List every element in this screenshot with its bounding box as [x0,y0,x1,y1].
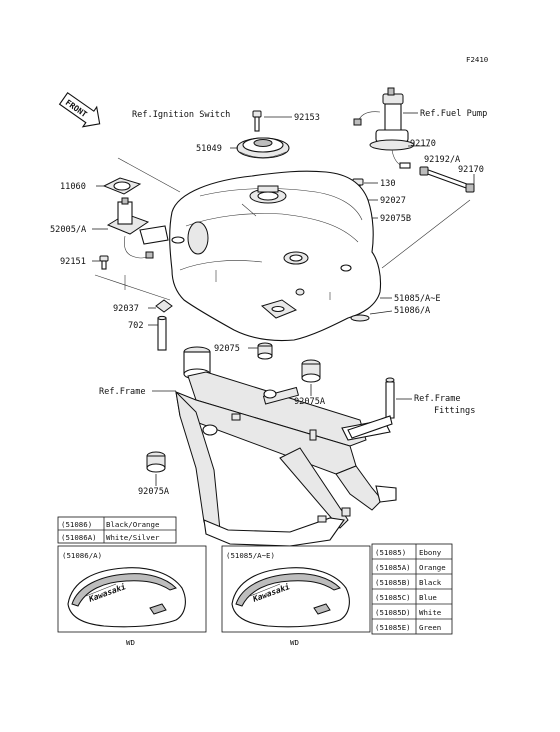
label-130: 130 [380,179,396,189]
tank-color-name-1: White/Silver [106,533,160,542]
label-702: 702 [128,321,144,331]
label-92027: 92027 [380,196,406,206]
damper-92075a-lower [146,451,166,473]
label-92153: 92153 [294,113,320,123]
label-ref-frame-fittings-2: Fittings [434,406,475,416]
label-92075a-right: 92075A [294,397,326,407]
label-92170-top: 92170 [410,139,436,149]
color-code-4: (51085D) [375,608,411,617]
inset-left-title: (51086/A) [62,551,102,560]
tank-color-name-0: Black/Orange [106,520,160,529]
inset-tank-51086a: (51086/A) Kawasaki [57,545,207,633]
tank-color-code-1: (51086A) [61,533,97,542]
label-92192a: 92192/A [424,155,461,165]
frame-fittings-bracket [347,377,395,439]
inset-left-caption: WD [126,638,135,647]
drain-fitting-92037 [155,299,173,313]
damper-92075 [257,342,273,360]
inset-right-caption: WD [290,638,299,647]
fuel-hose-92192a [419,166,475,193]
color-name-4: White [419,608,442,617]
frame [175,346,397,547]
figure-code: F2410 [466,55,488,64]
bolt-92153 [252,110,262,132]
damper-92075a-upper [301,359,321,383]
color-code-1: (51085A) [375,563,411,572]
inset-right-title: (51085/A~E) [226,551,275,560]
front-arrow-icon: FRONT [58,92,101,128]
fuel-tank [169,170,382,342]
fuel-pump [353,87,415,169]
label-ref-frame-fittings-1: Ref.Frame [414,394,461,404]
label-51086a: 51086/A [394,306,431,316]
label-ref-fuel-pump: Ref.Fuel Pump [420,109,487,119]
color-code-5: (51085E) [375,623,411,632]
label-92075: 92075 [214,344,240,354]
fuel-level-sensor-52005a [106,197,169,259]
color-table: (51085) Ebony (51085A) Orange (51085B) B… [371,543,453,635]
tank-color-table: (51086) Black/Orange (51086A) White/Silv… [57,516,177,544]
label-51085-a-e: 51085/A~E [394,294,441,304]
label-11060: 11060 [60,182,86,192]
label-ref-frame: Ref.Frame [99,387,146,397]
gasket-11060 [102,177,142,195]
color-code-3: (51085C) [375,593,411,602]
color-code-2: (51085B) [375,578,411,587]
label-92075a-left: 92075A [138,487,170,497]
tank-color-code-0: (51086) [61,520,92,529]
label-92151: 92151 [60,257,86,267]
drain-tube-702 [157,315,167,351]
bolt-92151 [99,255,109,270]
color-name-2: Black [419,578,442,587]
label-92037: 92037 [113,304,139,314]
color-name-5: Green [419,623,441,632]
color-code-0: (51085) [375,548,406,557]
fuel-cap-51049 [236,137,290,159]
label-92170-side: 92170 [458,165,484,175]
label-92075b: 92075B [380,214,411,224]
color-name-3: Blue [419,593,437,602]
label-52005a: 52005/A [50,225,87,235]
inset-tank-51085a-e: (51085/A~E) Kawasaki [221,545,371,633]
color-name-1: Orange [419,563,446,572]
color-name-0: Ebony [419,548,442,557]
label-51049: 51049 [196,144,222,154]
label-ref-ignition-switch: Ref.Ignition Switch [132,110,230,120]
